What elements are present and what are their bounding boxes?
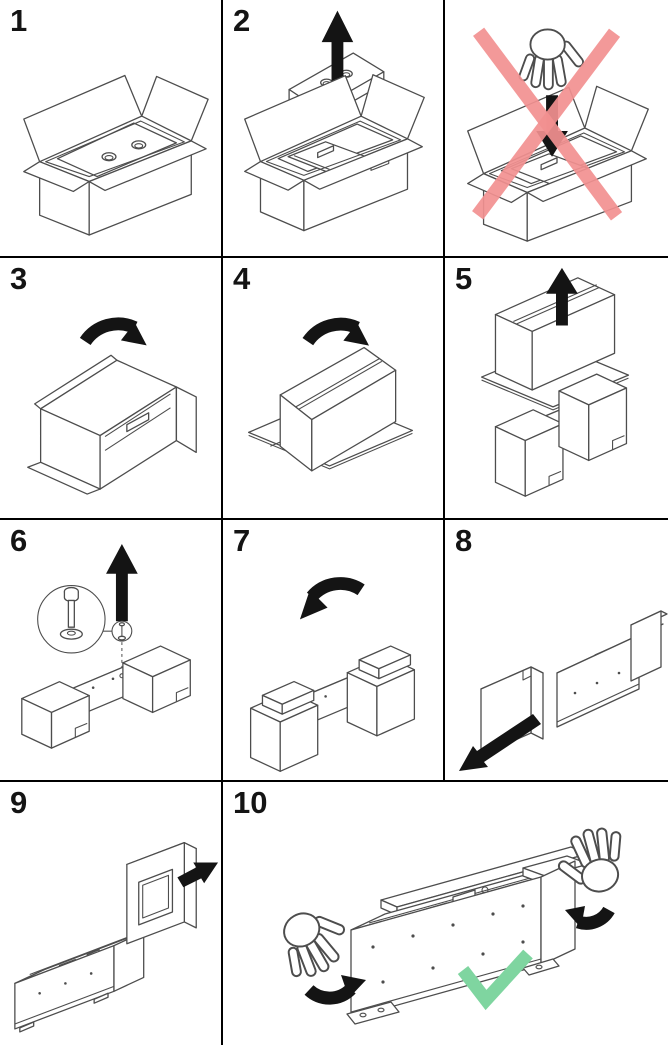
prohibition-cross-icon: [472, 27, 623, 221]
step-7-illustration-rotate-unit: [249, 577, 416, 772]
step-1-illustration-open-box: [23, 74, 209, 236]
rotate-clockwise-arrow-icon: [302, 317, 370, 346]
step-7-panel: 7: [223, 520, 445, 782]
magnifier-detail-icon: [37, 585, 112, 654]
step-6-panel: 6: [0, 520, 223, 782]
bolt-location-circle: [111, 620, 133, 642]
step-3-illustration-tip-box: [27, 317, 197, 495]
step-9-illustration-remove-end-cap: [14, 841, 219, 1033]
step-1-panel: 1: [0, 0, 223, 258]
hand-icon: [265, 895, 361, 988]
step-6-illustration-remove-bolt: [21, 543, 191, 749]
bolt-icon: [59, 586, 83, 640]
warning-panel-do-not-lift-by-hand: [445, 0, 668, 258]
rotate-counterclockwise-arrow-icon: [299, 577, 365, 620]
step-3-number: 3: [10, 261, 28, 296]
rotate-clockwise-arrow-icon: [79, 317, 147, 346]
step-5-panel: 5: [445, 258, 668, 520]
step-4-number: 4: [233, 261, 251, 296]
diagonal-arrow-icon: [459, 714, 541, 771]
step-5-number: 5: [455, 261, 473, 296]
step-4-panel: 4: [223, 258, 445, 520]
step-8-illustration-remove-end-cap: [459, 610, 668, 771]
step-10-number: 10: [233, 785, 268, 820]
checkmark-icon: [457, 949, 533, 1011]
step-2-illustration-remove-foam-lid: [244, 10, 425, 232]
step-2-panel: 2: [223, 0, 445, 258]
step-6-number: 6: [10, 523, 28, 558]
up-arrow-icon: [321, 10, 354, 84]
curved-arrow-icon: [304, 975, 366, 1005]
step-9-panel: 9: [0, 782, 223, 1045]
step-5-illustration-lift-carton-off: [480, 267, 630, 497]
step-7-number: 7: [233, 523, 251, 558]
step-8-panel: 8: [445, 520, 668, 782]
step-4-illustration-box-on-flaps: [248, 317, 414, 472]
step-8-number: 8: [455, 523, 473, 558]
diagonal-arrow-icon: [177, 862, 219, 888]
step-10-illustration-carry-unit: [265, 820, 636, 1025]
step-10-panel: 10: [223, 782, 668, 1045]
step-3-panel: 3: [0, 258, 223, 520]
up-arrow-icon: [106, 543, 138, 622]
step-9-number: 9: [10, 785, 28, 820]
step-1-number: 1: [10, 3, 28, 38]
warning-illustration: [467, 27, 649, 242]
step-2-number: 2: [233, 3, 251, 38]
up-arrow-icon: [546, 267, 578, 326]
curved-arrow-icon: [565, 906, 615, 930]
